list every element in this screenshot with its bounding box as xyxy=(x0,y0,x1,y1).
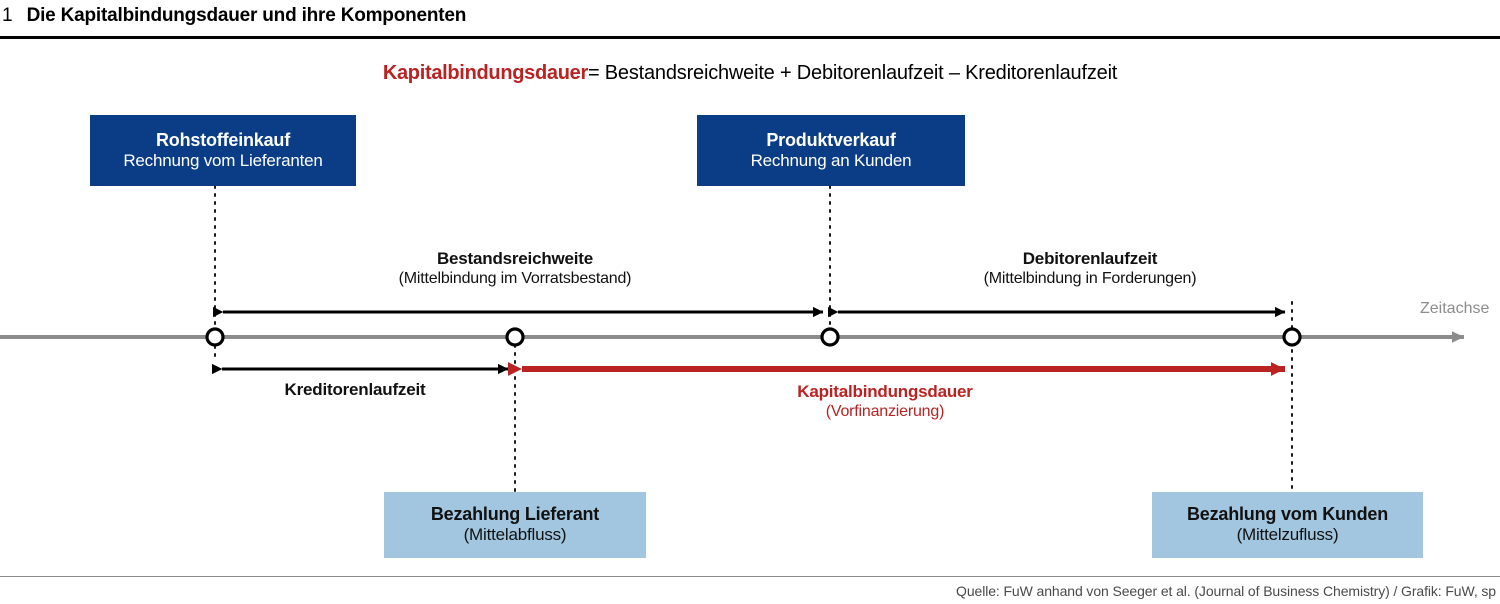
segment-label-debitorenlaufzeit: Debitorenlaufzeit (Mittelbindung in Ford… xyxy=(925,248,1255,289)
segment-label-title: Debitorenlaufzeit xyxy=(1022,249,1158,268)
segment-label-subtitle: (Mittelbindung in Forderungen) xyxy=(983,270,1197,288)
footer-divider xyxy=(0,576,1500,577)
figure-header: 1 Die Kapitalbindungsdauer und ihre Komp… xyxy=(0,0,1500,38)
payment-box-title: Bezahlung Lieferant xyxy=(430,504,600,525)
formula-line: Kapitalbindungsdauer= Bestandsreichweite… xyxy=(0,62,1500,85)
leader-lines xyxy=(214,185,1293,493)
page-title: Die Kapitalbindungsdauer und ihre Kompon… xyxy=(26,5,467,26)
formula-highlight-term: Kapitalbindungsdauer xyxy=(382,62,588,84)
payment-box-bezahlung-lieferant[interactable]: Bezahlung Lieferant (Mittelabfluss) xyxy=(384,492,646,558)
payment-box-subtitle: (Mittelzufluss) xyxy=(1236,525,1339,545)
axis-caption-zeitachse: Zeitachse xyxy=(1420,300,1490,317)
event-box-title: Produktverkauf xyxy=(766,129,896,150)
payment-box-bezahlung-vom-kunden[interactable]: Bezahlung vom Kunden (Mittelzufluss) xyxy=(1152,492,1423,558)
source-note: Quelle: FuW anhand von Seeger et al. (Jo… xyxy=(956,583,1496,599)
segment-label-subtitle: (Mittelbindung im Vorratsbestand) xyxy=(398,270,632,288)
event-box-title: Rohstoffeinkauf xyxy=(156,129,290,150)
node-marker-produktverkauf xyxy=(820,327,840,347)
timeline-nodes xyxy=(205,327,1302,347)
event-box-rohstoffeinkauf[interactable]: Rohstoffeinkauf Rechnung vom Lieferanten xyxy=(90,115,356,186)
event-box-subtitle: Rechnung an Kunden xyxy=(750,150,912,170)
segment-label-title: Bestandsreichweite xyxy=(436,249,594,268)
segment-label-kapitalbindungsdauer: Kapitalbindungsdauer (Vorfinanzierung) xyxy=(720,381,1050,422)
payment-box-subtitle: (Mittelabfluss) xyxy=(463,525,567,545)
event-box-produktverkauf[interactable]: Produktverkauf Rechnung an Kunden xyxy=(697,115,965,186)
figure-number: 1 xyxy=(2,5,13,26)
segment-label-kreditorenlaufzeit: Kreditorenlaufzeit xyxy=(190,379,520,400)
node-marker-bezahlung-lieferant xyxy=(505,327,525,347)
node-marker-bezahlung-vom-kunden xyxy=(1282,327,1302,347)
event-box-subtitle: Rechnung vom Lieferanten xyxy=(123,150,323,170)
node-marker-rohstoffeinkauf xyxy=(205,327,225,347)
payment-box-title: Bezahlung vom Kunden xyxy=(1186,504,1388,525)
header-divider xyxy=(0,36,1500,39)
segment-label-bestandsreichweite: Bestandsreichweite (Mittelbindung im Vor… xyxy=(350,248,680,289)
segment-label-title: Kapitalbindungsdauer xyxy=(797,382,973,401)
segment-label-title: Kreditorenlaufzeit xyxy=(284,380,426,399)
segment-label-subtitle: (Vorfinanzierung) xyxy=(825,403,945,421)
formula-expression: = Bestandsreichweite + Debitorenlaufzeit… xyxy=(587,62,1118,84)
